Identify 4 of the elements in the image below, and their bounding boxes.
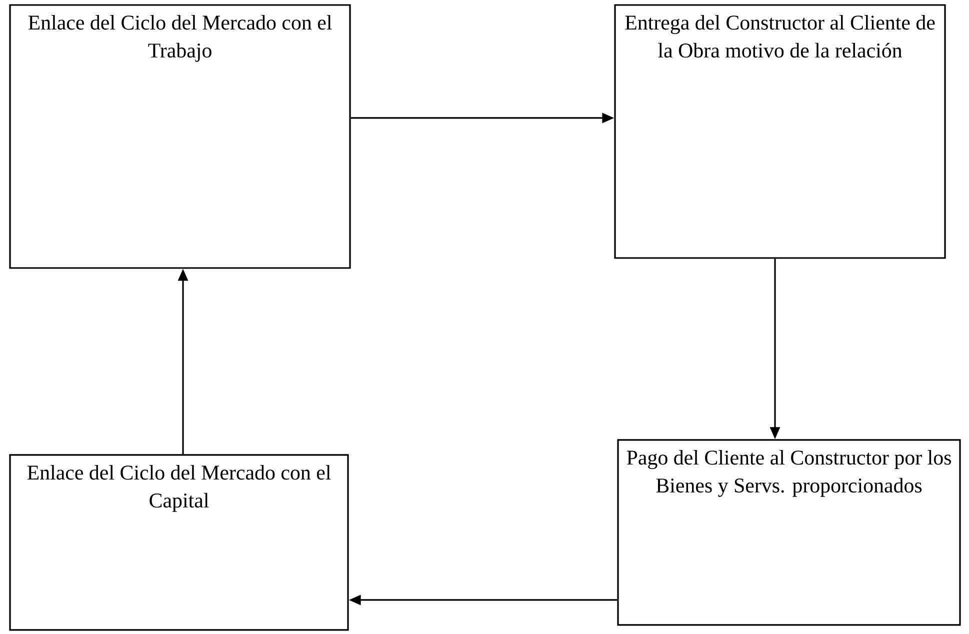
process-box: Enlace del Ciclo del Mercado con el Capital	[9, 454, 349, 631]
process-box: Pago del Cliente al Constructor por los Bienes y Servs. proporcionados	[617, 439, 961, 626]
process-box: Entrega del Constructor al Cliente de la Obra motivo de la relación	[614, 4, 946, 259]
process-box: Enlace del Ciclo del Mercado con el Trabajo	[9, 4, 351, 269]
